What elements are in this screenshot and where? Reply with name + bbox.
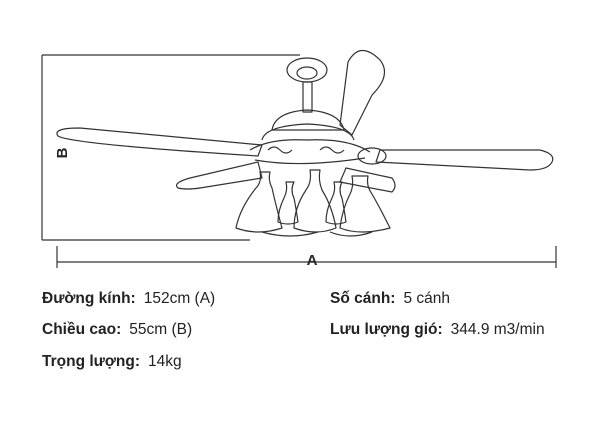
fan-blade xyxy=(56,127,263,157)
fan-light-kit xyxy=(235,169,391,237)
fan-motor-housing xyxy=(249,109,387,165)
spec-height: Chiều cao: 55cm (B) xyxy=(42,321,192,339)
spec-value: 152cm (A) xyxy=(143,290,216,307)
spec-weight: Trọng lượng: 14kg xyxy=(42,353,182,371)
spec-label: Lưu lượng gió: xyxy=(330,321,443,338)
spec-label: Trọng lượng: xyxy=(42,353,141,370)
spec-airflow: Lưu lượng gió: 344.9 m3/min xyxy=(330,321,545,339)
spec-label: Đường kính: xyxy=(42,290,136,307)
height-label: B xyxy=(54,147,71,158)
width-dimension-line xyxy=(56,246,557,268)
spec-value: 14kg xyxy=(148,353,182,370)
fan-blades xyxy=(56,49,554,193)
spec-value: 344.9 m3/min xyxy=(450,321,545,338)
spec-blades: Số cánh: 5 cánh xyxy=(330,290,450,308)
spec-diameter: Đường kính: 152cm (A) xyxy=(42,290,215,308)
spec-value: 5 cánh xyxy=(403,290,450,307)
fan-blade xyxy=(175,161,263,190)
width-label: A xyxy=(307,252,318,269)
height-dimension-line xyxy=(41,54,300,241)
spec-label: Chiều cao: xyxy=(42,321,122,338)
fan-blade xyxy=(339,167,396,193)
fan-mount xyxy=(286,57,328,113)
spec-value: 55cm (B) xyxy=(129,321,193,338)
spec-label: Số cánh: xyxy=(330,290,396,307)
ceiling-fan-diagram: B A xyxy=(41,49,557,269)
fan-blade xyxy=(339,49,386,136)
fan-blade xyxy=(375,149,554,171)
